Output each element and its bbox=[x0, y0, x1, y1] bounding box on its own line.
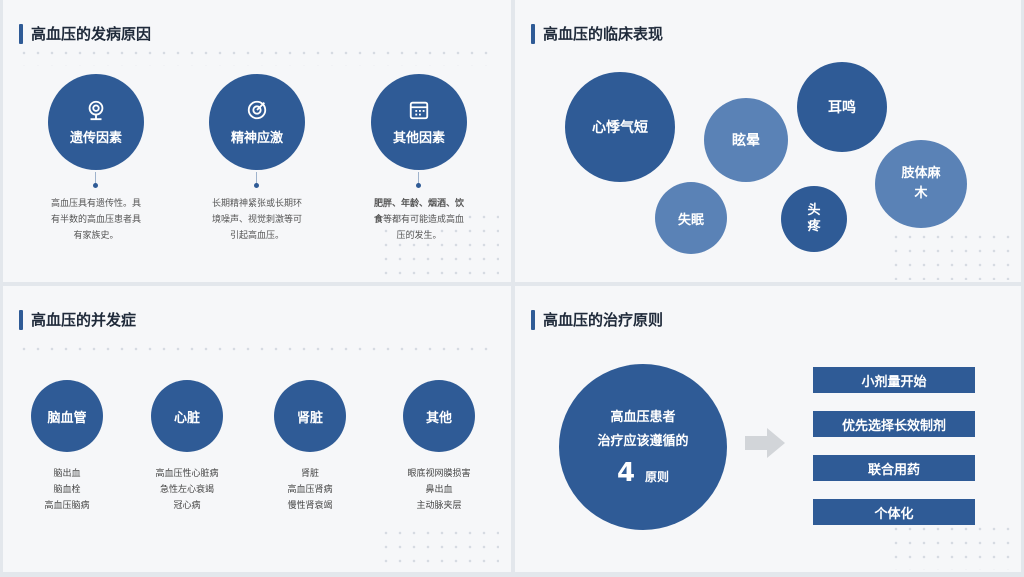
complication-cerebro: 脑血管 bbox=[31, 380, 103, 452]
complication-other: 其他 bbox=[403, 380, 475, 452]
complications-title: 高血压的并发症 bbox=[19, 308, 136, 332]
symptom-numbness: 肢体麻木 bbox=[875, 140, 967, 228]
principle-3: 联合用药 bbox=[813, 455, 975, 481]
symptoms-panel: 高血压的临床表现 心悸气短 眩晕 耳鸣 肢体麻木 失眠 头疼 bbox=[515, 0, 1021, 282]
cause-genetic-label: 遗传因素 bbox=[69, 130, 122, 146]
webcam-icon bbox=[88, 100, 104, 120]
complication-heart-list: 高血压性心脏病急性左心衰竭冠心病 bbox=[155, 469, 219, 511]
cause-genetic-desc: 高血压具有遗传性。具有半数的高血压患者具有家族史。 bbox=[50, 199, 141, 241]
complication-heart: 心脏 bbox=[151, 380, 223, 452]
principle-4: 个体化 bbox=[813, 499, 975, 525]
symptom-dizziness: 眩晕 bbox=[704, 98, 788, 182]
treatment-line2: 治疗应该遵循的 bbox=[597, 434, 689, 449]
treatment-line1: 高血压患者 bbox=[610, 410, 676, 425]
causes-title: 高血压的发病原因 bbox=[19, 22, 151, 46]
cause-other-circle: 其他因素 bbox=[371, 74, 467, 170]
treatment-panel: 高血压的治疗原则 高血压患者 治疗应该遵循的 4 原则 小剂量开始 优先选择长效… bbox=[515, 286, 1021, 572]
cause-other-desc: 肥胖、年龄、烟酒、饮 食等都有可能造成高血 压的发生。 bbox=[373, 199, 465, 241]
arrow-right-icon bbox=[745, 428, 785, 458]
symptoms-title: 高血压的临床表现 bbox=[531, 22, 663, 46]
principle-2: 优先选择长效制剂 bbox=[813, 411, 975, 437]
complication-other-list: 眼底视网膜损害鼻出血主动脉夹层 bbox=[407, 469, 471, 511]
cause-mental-label: 精神应激 bbox=[230, 130, 283, 146]
treatment-number: 4 bbox=[616, 458, 636, 488]
cause-other-label: 其他因素 bbox=[392, 130, 445, 146]
complication-kidney: 肾脏 bbox=[274, 380, 346, 452]
principle-1: 小剂量开始 bbox=[813, 367, 975, 393]
treatment-number-row: 4 原则 bbox=[617, 458, 669, 488]
cause-genetic-circle: 遗传因素 bbox=[48, 74, 144, 170]
cause-mental-desc: 长期精神紧张或长期环境噪声、视觉刺激等可引起高血压。 bbox=[211, 199, 302, 241]
complication-cerebro-list: 脑出血脑血栓高血压脑病 bbox=[44, 469, 90, 511]
complications-panel: 高血压的并发症 脑血管 脑出血脑血栓高血压脑病 心脏 高血压性心脏病急性左心衰竭… bbox=[3, 286, 511, 572]
treatment-suffix: 原则 bbox=[645, 470, 670, 484]
treatment-title: 高血压的治疗原则 bbox=[531, 308, 663, 332]
symptom-insomnia: 失眠 bbox=[655, 182, 727, 254]
calendar-icon bbox=[409, 101, 429, 119]
cause-mental-circle: 精神应激 bbox=[209, 74, 305, 170]
target-icon bbox=[247, 100, 267, 119]
causes-panel: 高血压的发病原因 遗传因素 高血压具有遗传性。具有半数的高血压患者具有家族史。 … bbox=[3, 0, 511, 282]
symptom-tinnitus: 耳鸣 bbox=[797, 62, 887, 152]
complication-kidney-list: 肾脏高血压肾病慢性肾衰竭 bbox=[287, 469, 333, 511]
symptom-headache: 头疼 bbox=[781, 186, 847, 252]
treatment-main-circle: 高血压患者 治疗应该遵循的 4 原则 bbox=[559, 364, 727, 530]
symptom-palpitation: 心悸气短 bbox=[565, 72, 675, 182]
